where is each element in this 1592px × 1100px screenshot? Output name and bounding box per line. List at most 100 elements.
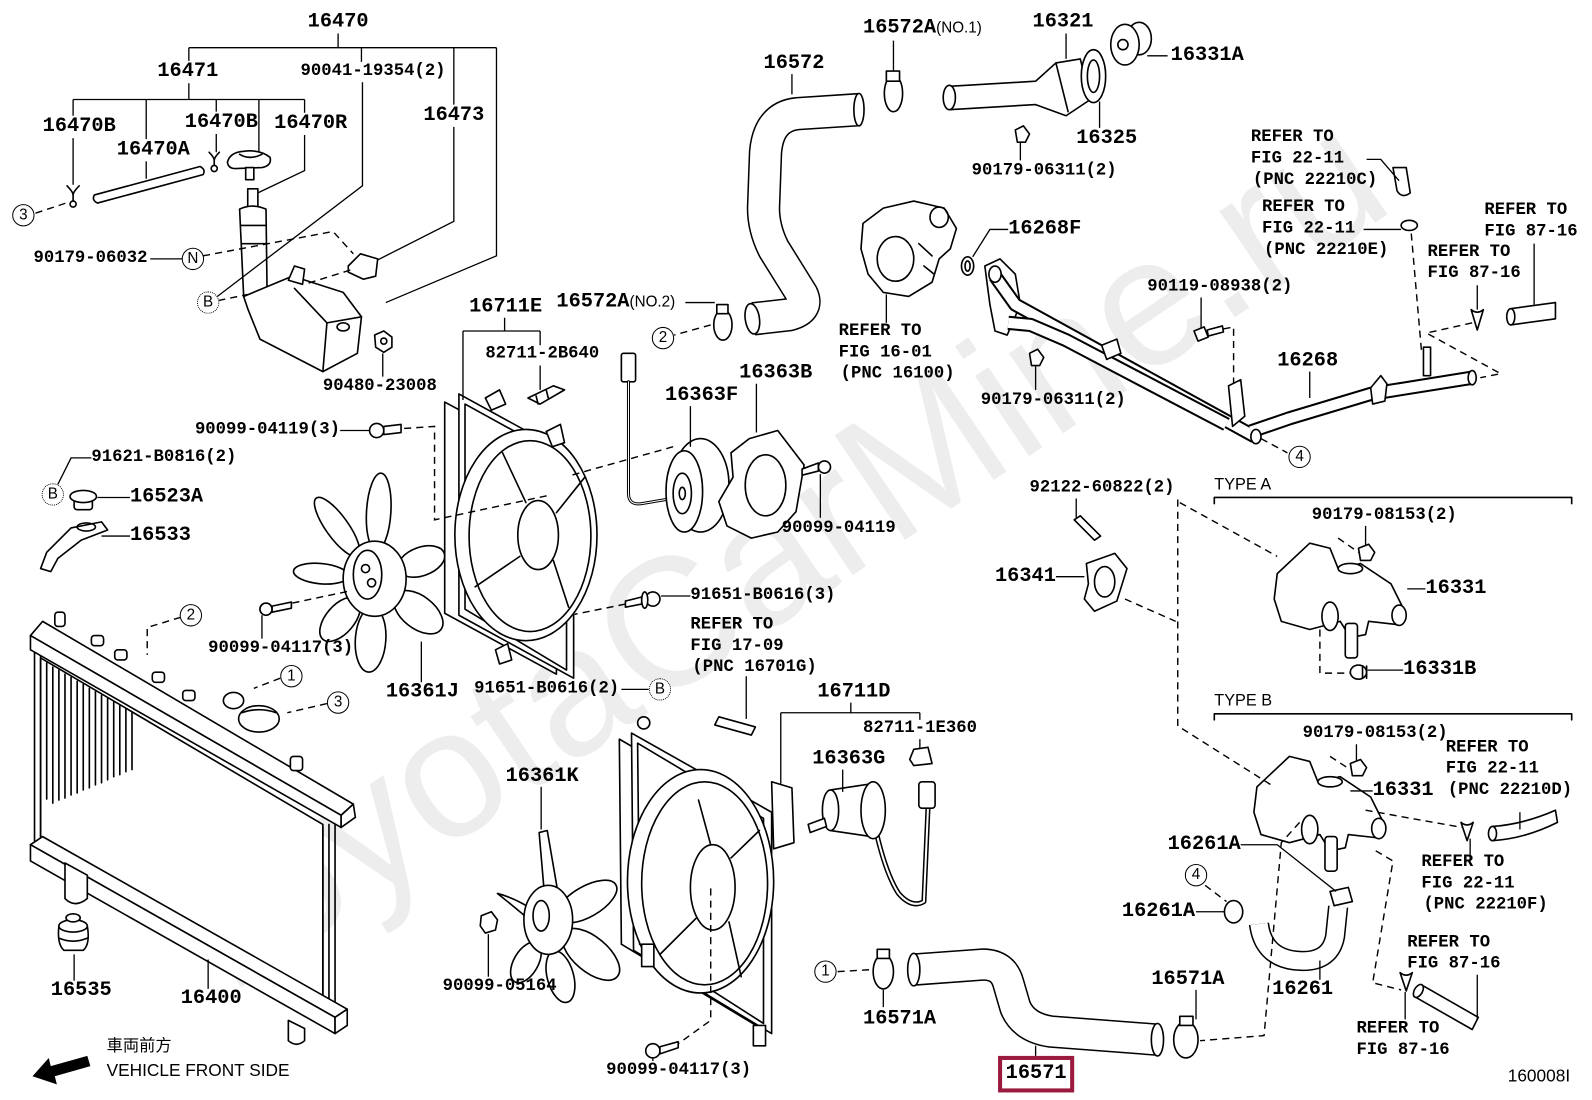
part-label-16331-type-a[interactable]: 16331 — [1425, 576, 1487, 601]
mount-ring — [58, 937, 89, 942]
reference-fig-22-11-22210f[interactable]: REFER TO FIG 22-11 (PNC 22210F) — [1421, 852, 1547, 916]
part-label-16261a-upper[interactable]: 16261A — [1167, 832, 1241, 856]
part-label-90099-05164[interactable]: 90099-05164 — [442, 976, 557, 997]
reference-line: FIG 87-16 — [1484, 222, 1578, 242]
housing-body — [1273, 542, 1408, 639]
part-label-91651-b0616-3[interactable]: 91651-B0616(3) — [690, 585, 836, 606]
part-label-90179-06311-lower[interactable]: 90179-06311(2) — [980, 390, 1126, 411]
motor-front — [821, 789, 840, 832]
reference-fig-16-01[interactable]: REFER TO FIG 16-01 (PNC 16100) — [839, 321, 955, 385]
shroud-ring-inner — [468, 439, 592, 633]
motor-hub — [672, 472, 693, 515]
reference-fig-87-16-b[interactable]: REFER TO FIG 87-16 — [1428, 242, 1521, 285]
cooling-fan-16361k — [496, 829, 621, 1004]
reference-fig-87-16-a[interactable]: REFER TO FIG 87-16 — [1484, 200, 1577, 243]
part-label-91621-b0816[interactable]: 91621-B0816(2) — [91, 447, 237, 468]
part-label-16572a-no1[interactable]: 16572A(NO.1) — [863, 18, 982, 38]
part-label-82711-1e360[interactable]: 82711-1E360 — [863, 718, 977, 739]
part-label-16533[interactable]: 16533 — [129, 523, 191, 548]
part-label-16571[interactable]: 16571 — [1005, 1062, 1067, 1086]
water-inlet-16321 — [942, 58, 1092, 117]
part-label-16361j[interactable]: 16361J — [385, 680, 459, 704]
fan-blade — [538, 829, 559, 893]
part-label-16470b[interactable]: 16470B — [184, 110, 258, 135]
part-label-16711d[interactable]: 16711D — [817, 680, 891, 704]
inlet-flange-edge — [1055, 62, 1069, 113]
reference-fig-87-16-d[interactable]: REFER TO FIG 87-16 — [1356, 1018, 1449, 1061]
selected-part-highlight[interactable]: 16571 — [998, 1055, 1075, 1093]
radiator-upper-knobs — [54, 611, 304, 772]
hose-fill — [912, 949, 1159, 1055]
part-label-16363f[interactable]: 16363F — [665, 383, 739, 408]
part-label-16261[interactable]: 16261 — [1272, 977, 1334, 1002]
pipe-end — [1467, 369, 1478, 386]
part-label-16572[interactable]: 16572 — [763, 51, 825, 76]
housing-body — [860, 200, 958, 298]
pipe-bracket — [1369, 374, 1388, 405]
part-label-16711e[interactable]: 16711E — [469, 295, 543, 319]
part-label-90099-04117-upper[interactable]: 90099-04117(3) — [208, 638, 354, 658]
part-label-16331a[interactable]: 16331A — [1170, 43, 1244, 68]
part-label-90179-06032[interactable]: 90179-06032 — [33, 248, 148, 269]
part-label-90099-04117-lower[interactable]: 90099-04117(3) — [606, 1060, 752, 1081]
part-label-90041-19354[interactable]: 90041-19354(2) — [300, 61, 446, 82]
part-label-16473[interactable]: 16473 — [423, 103, 485, 127]
bolt-90099-04119-3 — [368, 422, 402, 439]
part-label-92122-60822[interactable]: 92122-60822(2) — [1029, 478, 1175, 498]
part-label-16361k[interactable]: 16361K — [505, 764, 579, 788]
housing-bolts — [918, 242, 935, 275]
reference-fig-22-11-22210c[interactable]: REFER TO FIG 22-11 (PNC 22210C) — [1251, 127, 1377, 191]
part-label-90099-04119-3[interactable]: 90099-04119(3) — [194, 420, 340, 440]
part-label-90179-08153-type-b[interactable]: 90179-08153(2) — [1302, 723, 1448, 744]
reference-line: FIG 22-11 — [1250, 149, 1345, 169]
part-label-16400[interactable]: 16400 — [180, 986, 242, 1011]
part-label-16571a-right[interactable]: 16571A — [1151, 967, 1225, 991]
part-label-90179-08153-type-a[interactable]: 90179-08153(2) — [1311, 505, 1457, 525]
hose-clip-ring — [210, 164, 219, 173]
part-label-16341[interactable]: 16341 — [994, 564, 1056, 588]
screw-90099-04117-upper — [259, 601, 293, 617]
part-label-16471[interactable]: 16471 — [157, 59, 219, 84]
part-label-16363b[interactable]: 16363B — [739, 361, 813, 385]
part-label-90480-23008[interactable]: 90480-23008 — [322, 376, 437, 396]
part-label-16571a-mid[interactable]: 16571A — [863, 1007, 937, 1031]
part-label-90179-06311-top[interactable]: 90179-06311(2) — [971, 161, 1117, 181]
part-label-16470b[interactable]: 16470B — [42, 114, 116, 139]
callout-marker: 2 — [179, 604, 203, 627]
plug-thread — [1361, 665, 1368, 680]
reference-line: FIG 87-16 — [1356, 1040, 1450, 1060]
reference-fig-22-11-22210e[interactable]: REFER TO FIG 22-11 (PNC 22210E) — [1262, 197, 1388, 261]
shroud-ring-inner — [640, 780, 769, 986]
reference-fig-17-09[interactable]: REFER TO FIG 17-09 (PNC 16701G) — [690, 614, 816, 678]
part-label-82711-2b640[interactable]: 82711-2B640 — [485, 344, 600, 364]
part-label-16325[interactable]: 16325 — [1076, 126, 1138, 151]
part-label-16268f[interactable]: 16268F — [1008, 217, 1082, 241]
part-label-16470a[interactable]: 16470A — [116, 138, 190, 162]
part-label-16321[interactable]: 16321 — [1032, 10, 1094, 34]
part-label-91651-b0616-2[interactable]: 91651-B0616(2) — [474, 679, 620, 699]
knob — [90, 634, 105, 647]
part-label-16523a[interactable]: 16523A — [129, 485, 204, 509]
part-label-16470[interactable]: 16470 — [307, 10, 369, 34]
shroud-foot — [640, 943, 655, 968]
reference-fig-22-11-22210d[interactable]: REFER TO FIG 22-11 (PNC 22210D) — [1446, 737, 1572, 801]
part-label-16261a-lower[interactable]: 16261A — [1121, 899, 1196, 923]
part-label-16268[interactable]: 16268 — [1277, 349, 1339, 373]
knob — [181, 689, 196, 702]
part-label-16535[interactable]: 16535 — [50, 978, 112, 1003]
part-label-16331-type-b[interactable]: 16331 — [1372, 778, 1434, 803]
fan-hub-inner — [532, 899, 551, 932]
part-label-16470r[interactable]: 16470R — [274, 111, 348, 136]
hose-fill — [1250, 905, 1347, 970]
part-label-16572a-no2[interactable]: 16572A(NO.2) — [556, 292, 675, 312]
reference-fig-87-16-c[interactable]: REFER TO FIG 87-16 — [1407, 932, 1500, 975]
clamp-16572a-no2 — [712, 303, 733, 341]
stay-16533 — [39, 521, 109, 573]
part-label-90119-08938[interactable]: 90119-08938(2) — [1147, 277, 1293, 297]
water-bypass-pipe-16268 — [984, 258, 1478, 445]
part-label-16363g[interactable]: 16363G — [812, 747, 886, 771]
shroud-foot — [752, 1024, 767, 1047]
clamp-16571a-right — [1172, 1015, 1199, 1059]
part-label-16331b[interactable]: 16331B — [1403, 657, 1477, 682]
part-label-90099-04119[interactable]: 90099-04119 — [781, 518, 896, 539]
